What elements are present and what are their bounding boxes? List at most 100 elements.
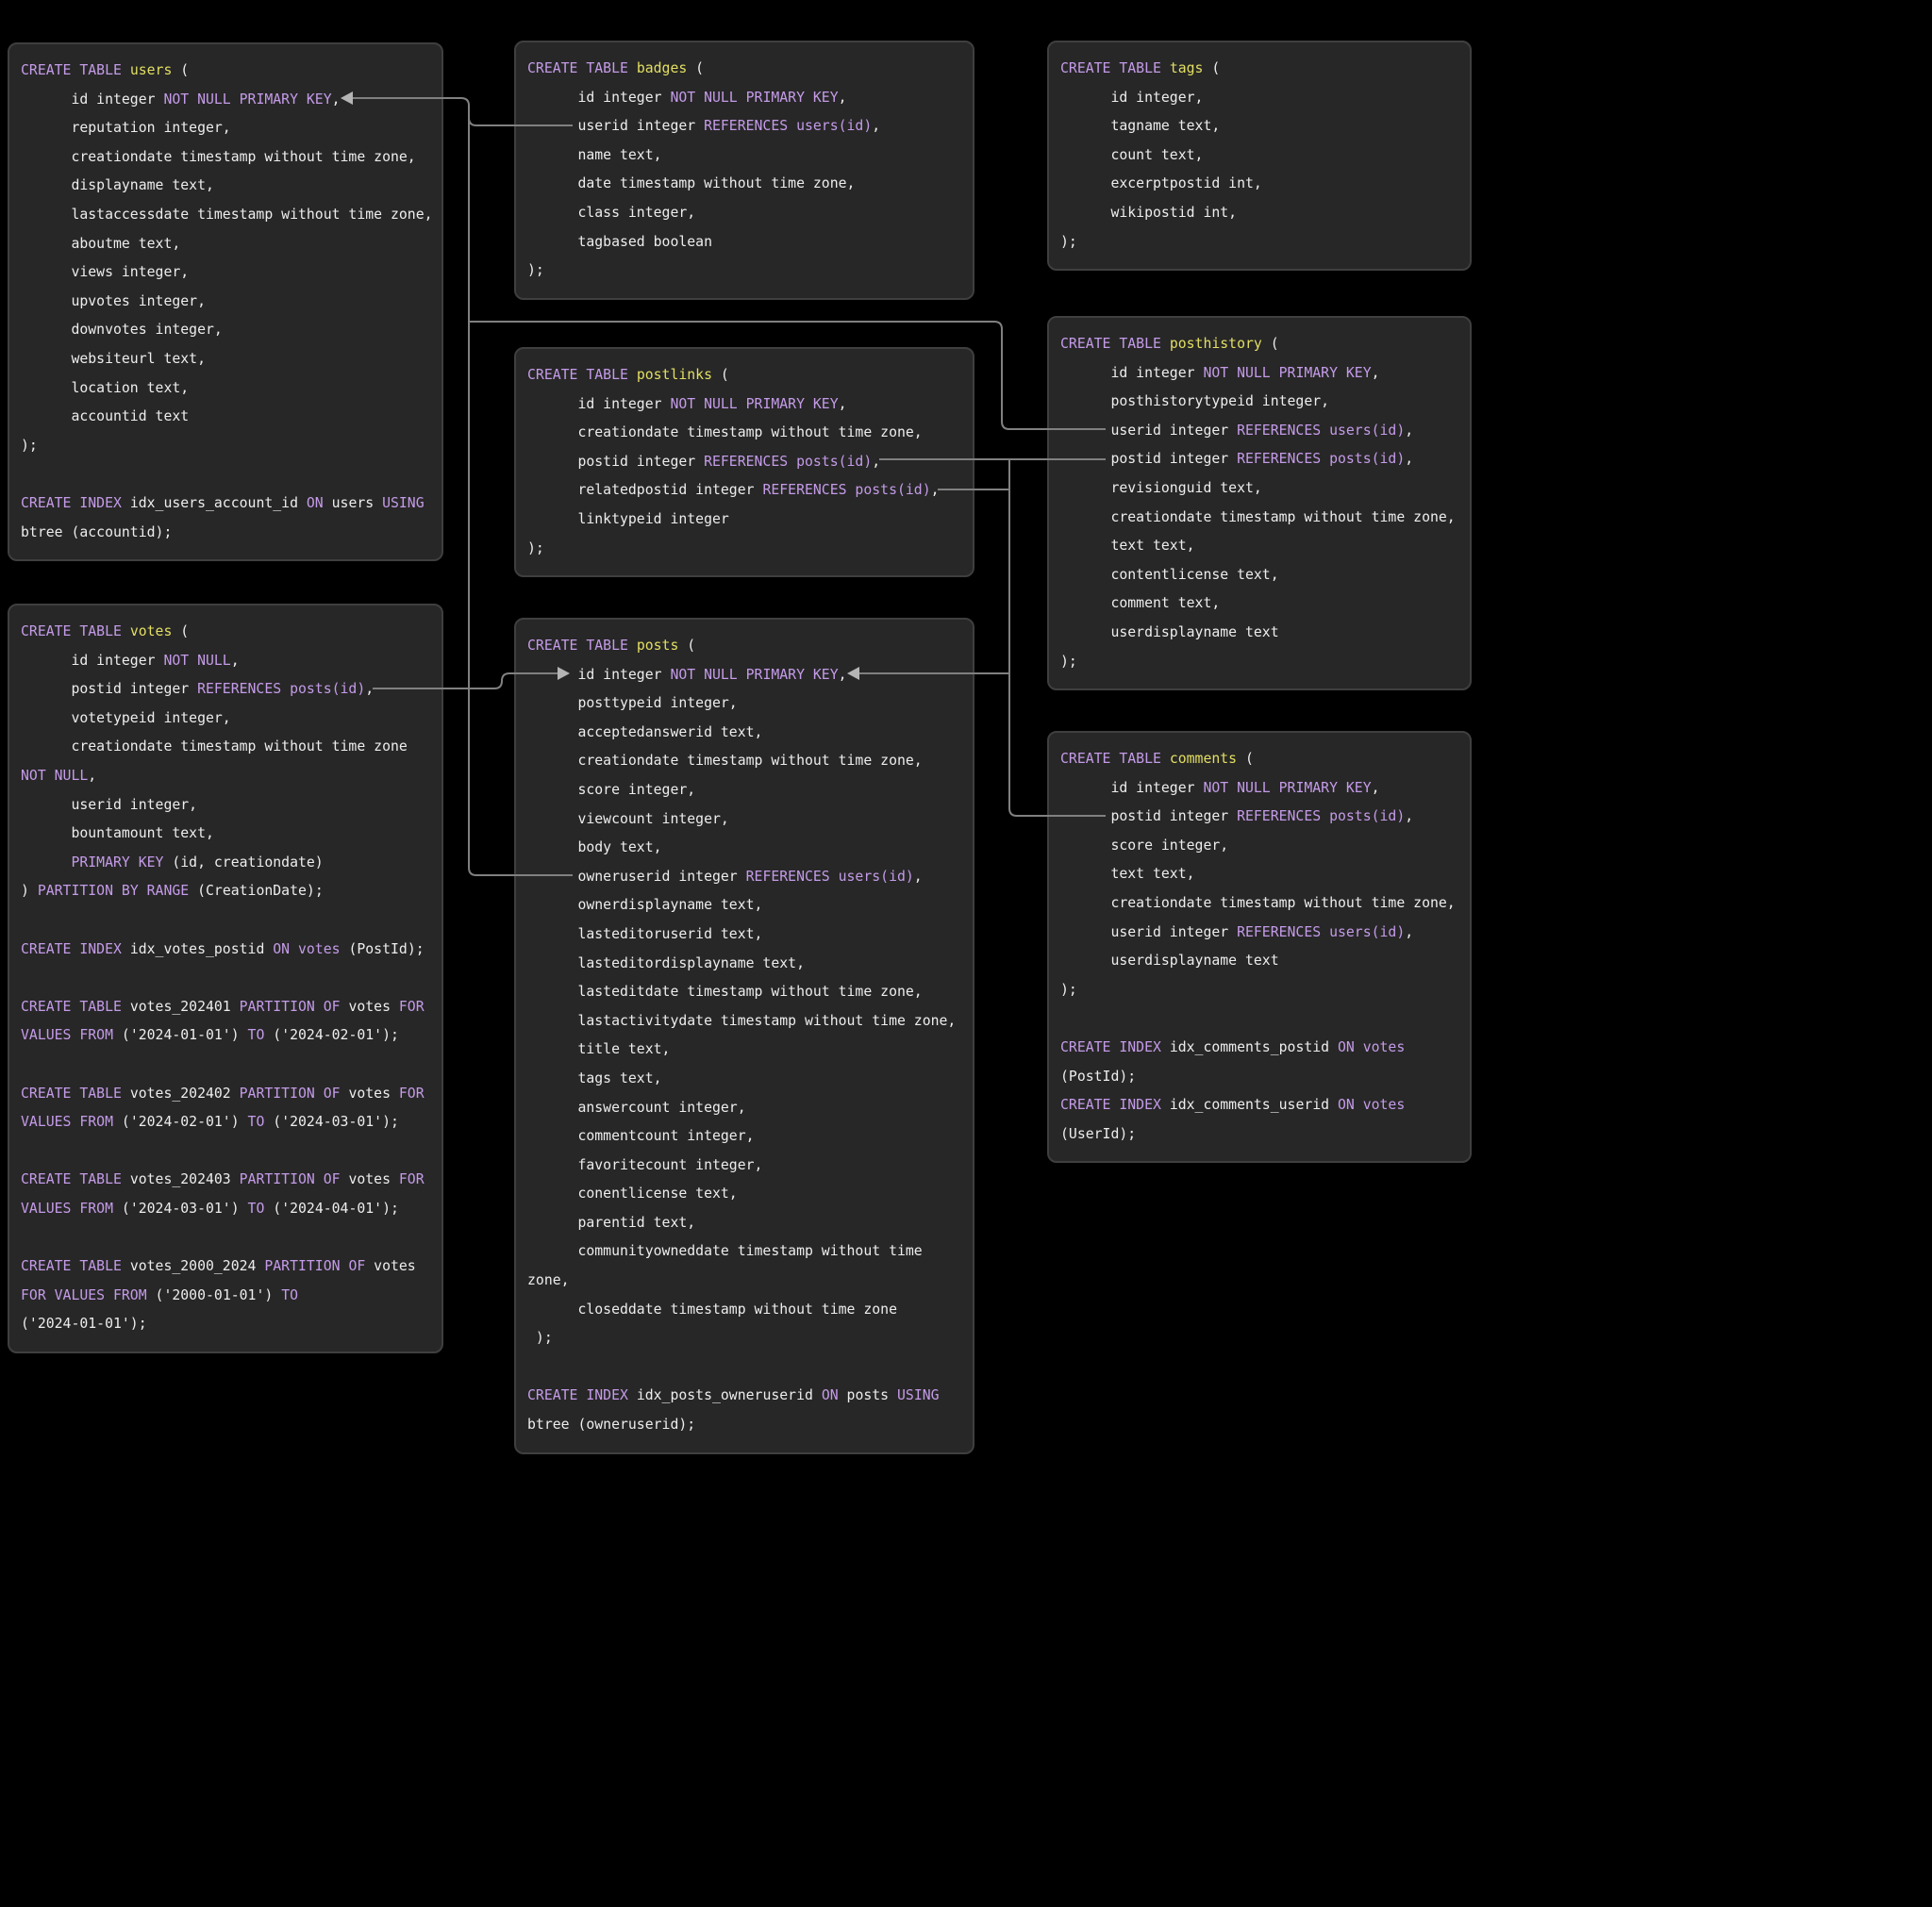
code-line: acceptedanswerid text,	[527, 723, 763, 740]
code-line: postid integer REFERENCES posts(id),	[527, 453, 881, 470]
code-line	[21, 964, 430, 993]
code-line: score integer,	[1060, 837, 1229, 854]
table-box-votes: CREATE TABLE votes ( id integer NOT NULL…	[8, 604, 443, 1353]
code-line: CREATE TABLE votes_2000_2024 PARTITION O…	[21, 1258, 416, 1275]
code-line: CREATE INDEX idx_users_account_id ON use…	[21, 494, 425, 511]
code-line: count text,	[1060, 146, 1204, 163]
code-line: parentid text,	[527, 1214, 696, 1231]
sql-code-postlinks: CREATE TABLE postlinks ( id integer NOT …	[527, 361, 961, 563]
code-line: accountid text	[21, 408, 190, 425]
sql-code-posthistory: CREATE TABLE posthistory ( id integer NO…	[1060, 330, 1458, 676]
code-line: CREATE INDEX idx_comments_postid ON vote…	[1060, 1038, 1406, 1055]
code-line	[21, 1223, 430, 1252]
table-box-posts: CREATE TABLE posts ( id integer NOT NULL…	[514, 618, 974, 1454]
code-line: creationdate timestamp without time zone…	[21, 148, 416, 165]
code-line: posttypeid integer,	[527, 695, 738, 712]
table-box-postlinks: CREATE TABLE postlinks ( id integer NOT …	[514, 347, 974, 578]
code-line: );	[527, 539, 544, 556]
code-line: relatedpostid integer REFERENCES posts(i…	[527, 482, 940, 499]
code-line: bountamount text,	[21, 825, 214, 842]
code-line: owneruserid integer REFERENCES users(id)…	[527, 868, 923, 885]
sql-code-votes: CREATE TABLE votes ( id integer NOT NULL…	[21, 618, 430, 1339]
code-line: zone,	[527, 1272, 570, 1289]
code-line: body text,	[527, 839, 662, 856]
code-line: text text,	[1060, 866, 1195, 883]
code-line: CREATE TABLE posts (	[527, 638, 696, 654]
code-line: CREATE TABLE votes_202403 PARTITION OF v…	[21, 1171, 425, 1188]
code-line: postid integer REFERENCES posts(id),	[21, 681, 375, 698]
code-line: lasteditordisplayname text,	[527, 954, 805, 971]
code-line: CREATE TABLE votes (	[21, 623, 190, 639]
code-line: id integer NOT NULL PRIMARY KEY,	[1060, 364, 1380, 381]
code-line: CREATE TABLE tags (	[1060, 60, 1221, 76]
code-line: votetypeid integer,	[21, 709, 231, 726]
code-line: CREATE TABLE badges (	[527, 60, 705, 76]
code-line: upvotes integer,	[21, 292, 206, 309]
code-line: userid integer REFERENCES users(id),	[527, 118, 881, 135]
code-line: CREATE TABLE postlinks (	[527, 367, 729, 383]
code-line: id integer NOT NULL PRIMARY KEY,	[527, 89, 847, 106]
table-box-comments: CREATE TABLE comments ( id integer NOT N…	[1047, 731, 1472, 1164]
code-line: linktypeid integer	[527, 510, 729, 527]
code-line: comment text,	[1060, 595, 1221, 612]
code-line: text text,	[1060, 538, 1195, 555]
code-line: userdisplayname text	[1060, 623, 1279, 640]
code-line: CREATE TABLE comments (	[1060, 751, 1254, 767]
code-line: creationdate timestamp without time zone…	[527, 753, 923, 770]
code-line: userid integer REFERENCES users(id),	[1060, 422, 1414, 439]
code-line: date timestamp without time zone,	[527, 175, 856, 192]
code-line: tagname text,	[1060, 118, 1221, 135]
code-line: );	[1060, 653, 1077, 670]
code-line: VALUES FROM ('2024-02-01') TO ('2024-03-…	[21, 1114, 399, 1131]
code-line: CREATE INDEX idx_votes_postid ON votes (…	[21, 940, 425, 957]
code-line	[1060, 1004, 1458, 1034]
code-line: userid integer,	[21, 796, 198, 813]
code-line: location text,	[21, 379, 190, 396]
code-line	[21, 460, 430, 489]
code-line: );	[1060, 233, 1077, 250]
table-box-posthistory: CREATE TABLE posthistory ( id integer NO…	[1047, 316, 1472, 691]
code-line: postid integer REFERENCES posts(id),	[1060, 451, 1414, 468]
code-line	[21, 1137, 430, 1167]
code-line: wikipostid int,	[1060, 204, 1238, 221]
table-box-tags: CREATE TABLE tags ( id integer, tagname …	[1047, 41, 1472, 272]
code-line	[21, 1051, 430, 1080]
code-line: creationdate timestamp without time zone…	[1060, 894, 1456, 911]
code-line: postid integer REFERENCES posts(id),	[1060, 808, 1414, 825]
code-line: id integer NOT NULL,	[21, 652, 240, 669]
code-line: ownerdisplayname text,	[527, 897, 763, 914]
code-line: id integer NOT NULL PRIMARY KEY,	[527, 395, 847, 412]
code-line: lastactivitydate timestamp without time …	[527, 1012, 957, 1029]
code-line: downvotes integer,	[21, 322, 223, 339]
code-line: );	[21, 437, 38, 454]
code-line: CREATE TABLE posthistory (	[1060, 336, 1279, 352]
code-line: tags text,	[527, 1070, 662, 1086]
code-line: NOT NULL,	[21, 767, 97, 784]
code-line: lasteditdate timestamp without time zone…	[527, 984, 923, 1001]
code-line: score integer,	[527, 781, 696, 798]
code-line: communityowneddate timestamp without tim…	[527, 1243, 923, 1260]
code-line: answercount integer,	[527, 1099, 746, 1116]
code-line: id integer,	[1060, 89, 1204, 106]
sql-code-users: CREATE TABLE users ( id integer NOT NULL…	[21, 57, 433, 547]
code-line: userdisplayname text	[1060, 953, 1279, 970]
code-line	[527, 1353, 961, 1383]
code-line: lasteditoruserid text,	[527, 925, 763, 942]
code-line: );	[1060, 981, 1077, 998]
code-line: viewcount integer,	[527, 810, 729, 827]
sql-code-comments: CREATE TABLE comments ( id integer NOT N…	[1060, 745, 1458, 1149]
code-line: id integer NOT NULL PRIMARY KEY,	[21, 91, 341, 108]
code-line: favoritecount integer,	[527, 1156, 763, 1173]
table-box-users: CREATE TABLE users ( id integer NOT NULL…	[8, 42, 443, 562]
code-line: VALUES FROM ('2024-03-01') TO ('2024-04-…	[21, 1200, 399, 1217]
code-line: websiteurl text,	[21, 350, 206, 367]
code-line: CREATE TABLE votes_202402 PARTITION OF v…	[21, 1085, 425, 1102]
code-line: CREATE TABLE votes_202401 PARTITION OF v…	[21, 998, 425, 1015]
sql-code-posts: CREATE TABLE posts ( id integer NOT NULL…	[527, 632, 961, 1440]
code-line: tagbased boolean	[527, 233, 712, 250]
code-line: );	[527, 262, 544, 279]
code-line: conentlicense text,	[527, 1186, 738, 1202]
code-line: VALUES FROM ('2024-01-01') TO ('2024-02-…	[21, 1027, 399, 1044]
code-line: id integer NOT NULL PRIMARY KEY,	[527, 666, 847, 683]
code-line: ('2024-01-01');	[21, 1316, 147, 1333]
